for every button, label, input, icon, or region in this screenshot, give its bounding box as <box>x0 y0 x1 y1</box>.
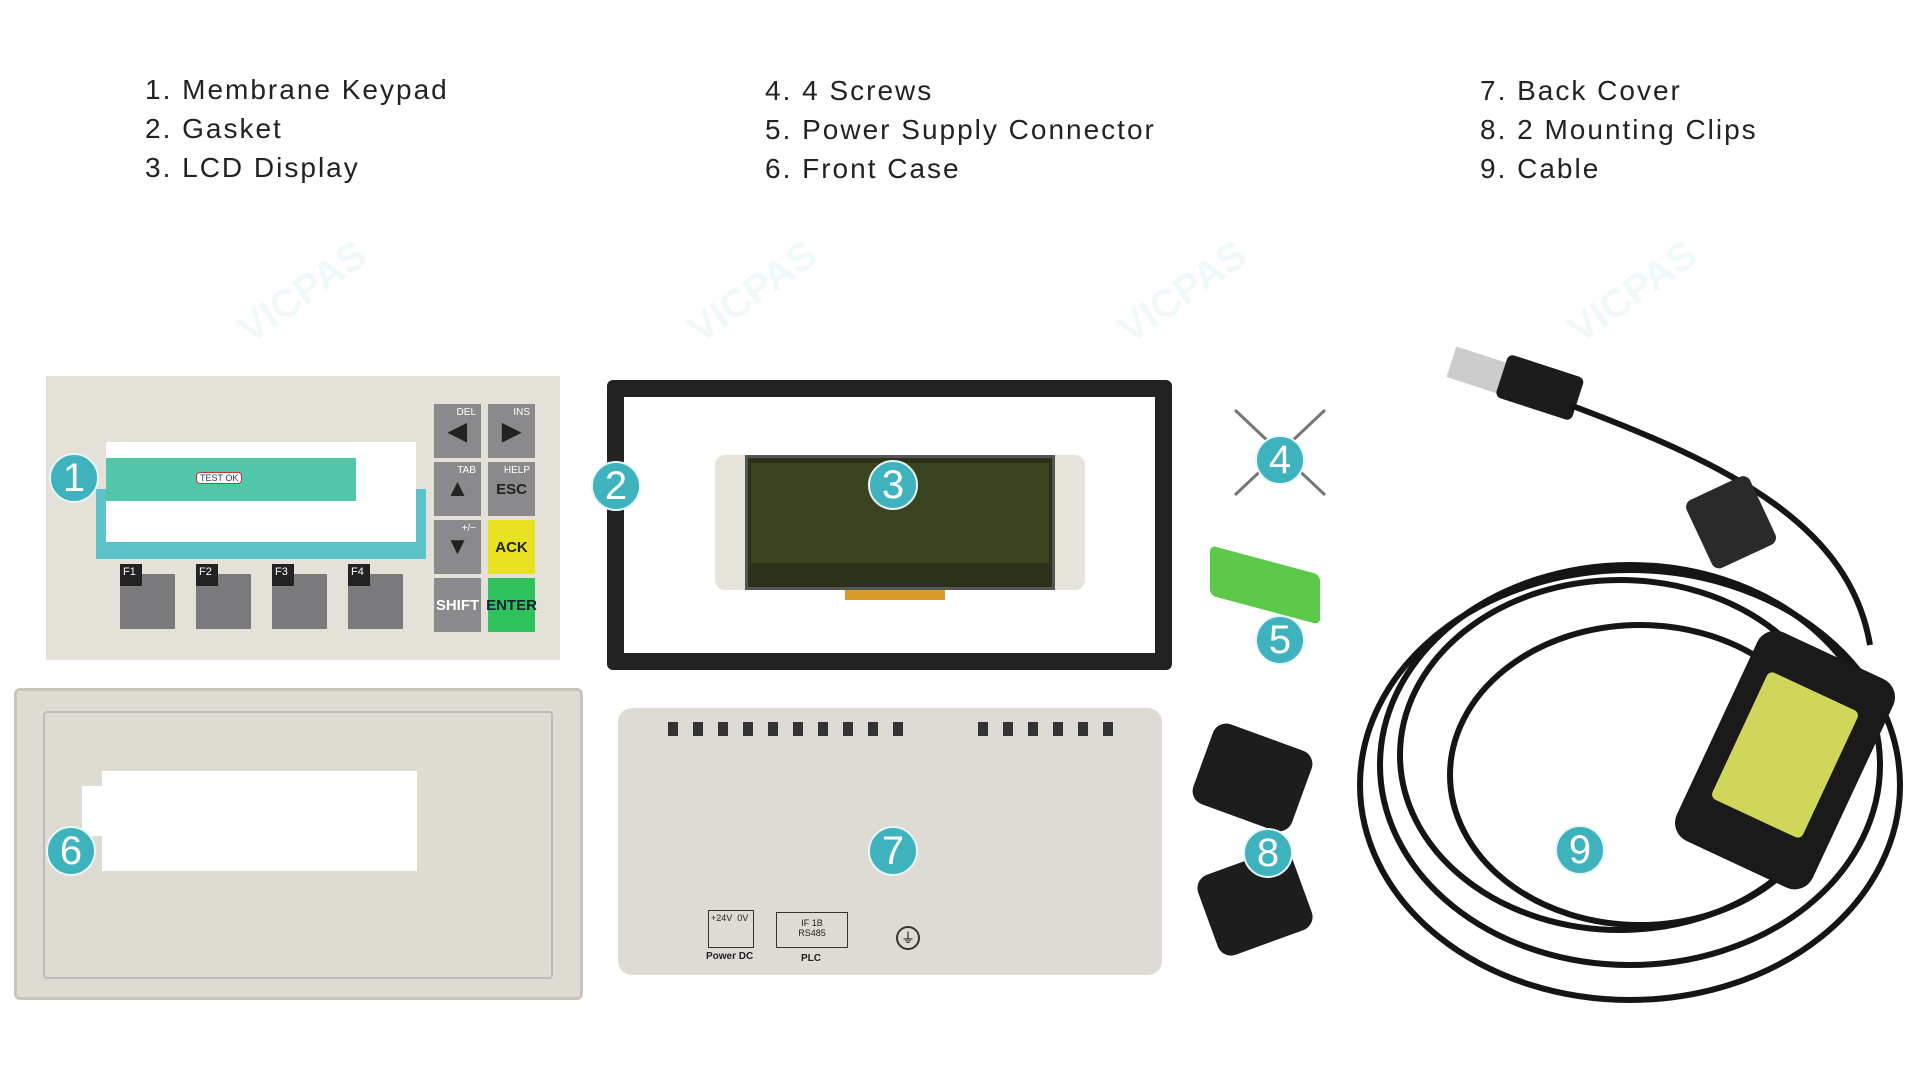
legend-item: 3. LCD Display <box>145 152 360 183</box>
front-case <box>14 688 583 1000</box>
down-key: +/−▼ <box>434 520 481 574</box>
plc-label: PLC <box>801 953 821 964</box>
watermark: VICPAS <box>1560 232 1706 352</box>
badge-7: 7 <box>868 826 918 876</box>
watermark: VICPAS <box>230 232 376 352</box>
legend-col3: 7. Back Cover 8. 2 Mounting Clips 9. Cab… <box>1480 71 1758 188</box>
ack-key: ACK <box>488 520 535 574</box>
ins-key: INS▶ <box>488 404 535 458</box>
legend-item: 9. Cable <box>1480 153 1601 184</box>
flex-cable: TEST OK <box>106 458 356 501</box>
legend-col1: 1. Membrane Keypad 2. Gasket 3. LCD Disp… <box>145 70 449 187</box>
mounting-clip <box>1188 719 1317 836</box>
cable <box>1357 346 1903 1003</box>
badge-1: 1 <box>49 453 99 503</box>
power-label: Power DC <box>706 951 754 962</box>
badge-4: 4 <box>1255 435 1305 485</box>
legend-item: 2. Gasket <box>145 113 283 144</box>
badge-3: 3 <box>868 460 918 510</box>
power-terminal: +24V 0V <box>708 910 754 948</box>
legend-item: 8. 2 Mounting Clips <box>1480 114 1758 145</box>
f4-key: F4 <box>348 564 370 586</box>
tab-key: TAB▲ <box>434 462 481 516</box>
badge-8: 8 <box>1243 828 1293 878</box>
legend-item: 7. Back Cover <box>1480 75 1682 106</box>
flex-label: TEST OK <box>196 472 243 484</box>
enter-key: ENTER <box>486 578 537 632</box>
gasket <box>607 380 1172 670</box>
badge-6: 6 <box>46 826 96 876</box>
shift-key: SHIFT <box>434 578 481 632</box>
f3-key: F3 <box>272 564 294 586</box>
lcd-display <box>715 455 1085 600</box>
f2-key: F2 <box>196 564 218 586</box>
watermark: VICPAS <box>1110 232 1256 352</box>
legend-item: 5. Power Supply Connector <box>765 114 1156 145</box>
legend-col2: 4. 4 Screws 5. Power Supply Connector 6.… <box>765 71 1156 188</box>
badge-2: 2 <box>591 461 641 511</box>
f1-key: F1 <box>120 564 142 586</box>
badge-5: 5 <box>1255 615 1305 665</box>
legend-item: 1. Membrane Keypad <box>145 74 449 105</box>
del-key: DEL◀ <box>434 404 481 458</box>
badge-9: 9 <box>1555 825 1605 875</box>
ground-icon: ⏚ <box>896 926 920 950</box>
watermark: VICPAS <box>680 232 826 352</box>
power-supply-connector <box>1210 545 1320 625</box>
legend-item: 4. 4 Screws <box>765 75 934 106</box>
legend-item: 6. Front Case <box>765 153 961 184</box>
